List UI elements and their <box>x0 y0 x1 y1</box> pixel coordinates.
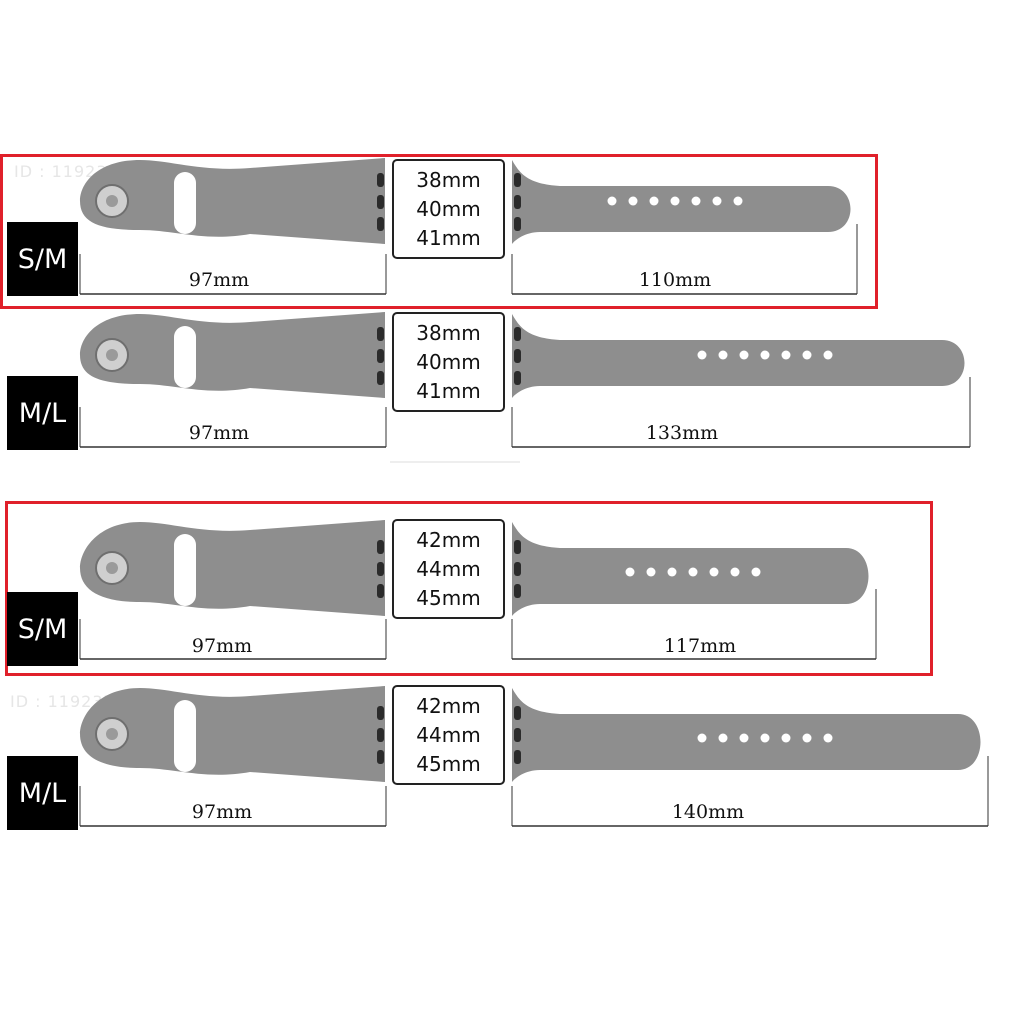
right-length-label: 110mm <box>639 269 711 291</box>
loop-slot <box>174 700 196 772</box>
loop-slot <box>174 534 196 606</box>
adjustment-hole <box>691 196 701 206</box>
adjustment-hole <box>751 567 761 577</box>
adjustment-hole <box>802 733 812 743</box>
connector-notch <box>377 750 384 764</box>
loop-slot <box>174 326 196 388</box>
stud-center <box>106 728 118 740</box>
adjustment-hole <box>709 567 719 577</box>
adjustment-hole <box>712 196 722 206</box>
connector-notch <box>377 173 384 187</box>
loop-slot <box>174 172 196 234</box>
case-size: 45mm <box>416 752 481 777</box>
connector-notch <box>514 728 521 742</box>
adjustment-hole <box>760 350 770 360</box>
left-length-label: 97mm <box>192 801 252 823</box>
size-label-row-2: M/L <box>7 376 78 450</box>
left-strap <box>80 520 385 616</box>
case-size: 38mm <box>416 320 481 345</box>
case-size: 42mm <box>416 693 481 718</box>
case-size: 38mm <box>416 167 481 192</box>
adjustment-hole <box>697 733 707 743</box>
left-length-label: 97mm <box>189 269 249 291</box>
right-length-label: 140mm <box>672 801 744 823</box>
connector-notch <box>514 562 521 576</box>
connector-notch <box>377 728 384 742</box>
case-size: 41mm <box>416 379 481 404</box>
adjustment-hole <box>688 567 698 577</box>
case-size: 42mm <box>416 527 481 552</box>
adjustment-hole <box>667 567 677 577</box>
left-strap <box>80 158 385 244</box>
connector-notch <box>514 195 521 209</box>
connector-notch <box>377 349 384 363</box>
left-strap <box>80 686 385 782</box>
adjustment-hole <box>802 350 812 360</box>
connector-notch <box>514 371 521 385</box>
connector-notch <box>377 540 384 554</box>
case-size: 40mm <box>416 196 481 221</box>
case-size: 41mm <box>416 226 481 251</box>
adjustment-hole <box>739 350 749 360</box>
right-strap <box>512 160 851 244</box>
connector-notch <box>377 327 384 341</box>
connector-notch <box>377 195 384 209</box>
adjustment-hole <box>670 196 680 206</box>
connector-notch <box>514 584 521 598</box>
case-size: 40mm <box>416 349 481 374</box>
adjustment-hole <box>718 350 728 360</box>
adjustment-hole <box>760 733 770 743</box>
adjustment-hole <box>781 733 791 743</box>
left-length-label: 97mm <box>192 635 252 657</box>
adjustment-hole <box>607 196 617 206</box>
connector-notch <box>514 349 521 363</box>
left-length-label: 97mm <box>189 422 249 444</box>
connector-notch <box>514 706 521 720</box>
size-label-row-4: M/L <box>7 756 78 830</box>
connector-notch <box>514 750 521 764</box>
highlight-frame-small-sm <box>0 154 878 309</box>
adjustment-hole <box>730 567 740 577</box>
adjustment-hole <box>697 350 707 360</box>
adjustment-hole <box>646 567 656 577</box>
case-sizes-box-row-2: 38mm 40mm 41mm <box>392 312 505 412</box>
connector-notch <box>514 173 521 187</box>
adjustment-hole <box>733 196 743 206</box>
adjustment-hole <box>781 350 791 360</box>
case-sizes-box-row-3: 42mm 44mm 45mm <box>392 519 505 619</box>
right-length-label: 133mm <box>646 422 718 444</box>
case-sizes-box-row-4: 42mm 44mm 45mm <box>392 685 505 785</box>
case-size: 44mm <box>416 722 481 747</box>
right-length-label: 117mm <box>664 635 736 657</box>
adjustment-hole <box>718 733 728 743</box>
stud-center <box>106 562 118 574</box>
case-size: 45mm <box>416 586 481 611</box>
case-size: 44mm <box>416 556 481 581</box>
connector-notch <box>377 371 384 385</box>
size-label-row-1: S/M <box>7 222 78 296</box>
connector-notch <box>377 217 384 231</box>
adjustment-hole <box>823 733 833 743</box>
adjustment-hole <box>628 196 638 206</box>
right-strap <box>512 314 965 398</box>
size-label-row-3: S/M <box>7 592 78 666</box>
adjustment-hole <box>823 350 833 360</box>
connector-notch <box>377 706 384 720</box>
case-sizes-box-row-1: 38mm 40mm 41mm <box>392 159 505 259</box>
connector-notch <box>377 562 384 576</box>
highlight-frame-large-sm <box>5 501 933 676</box>
connector-notch <box>377 584 384 598</box>
adjustment-hole <box>625 567 635 577</box>
adjustment-hole <box>739 733 749 743</box>
connector-notch <box>514 217 521 231</box>
stud-center <box>106 195 118 207</box>
stud-center <box>106 349 118 361</box>
connector-notch <box>514 327 521 341</box>
left-strap <box>80 312 385 398</box>
connector-notch <box>514 540 521 554</box>
adjustment-hole <box>649 196 659 206</box>
